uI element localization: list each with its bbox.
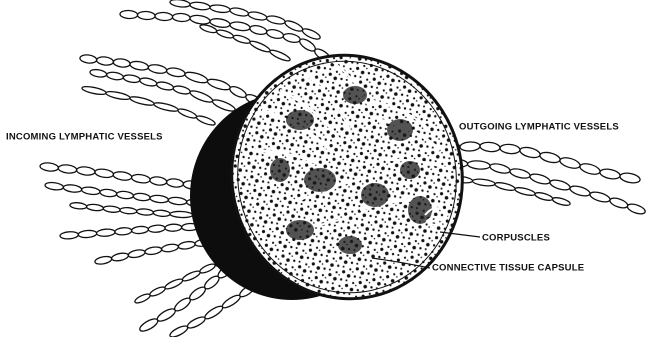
label-corpuscles: CORPUSCLES <box>482 233 550 243</box>
label-outgoing-lymphatic-vessels: OUTGOING LYMPHATIC VESSELS <box>459 122 619 132</box>
outgoing-vessel-2 <box>445 158 647 216</box>
incoming-vessel-lower-left <box>60 222 215 239</box>
label-incoming-lymphatic-vessels: INCOMING LYMPHATIC VESSELS <box>6 132 163 142</box>
label-connective-tissue-capsule: CONNECTIVE TISSUE CAPSULE <box>432 263 584 273</box>
incoming-vessel-upper-left <box>79 54 263 108</box>
